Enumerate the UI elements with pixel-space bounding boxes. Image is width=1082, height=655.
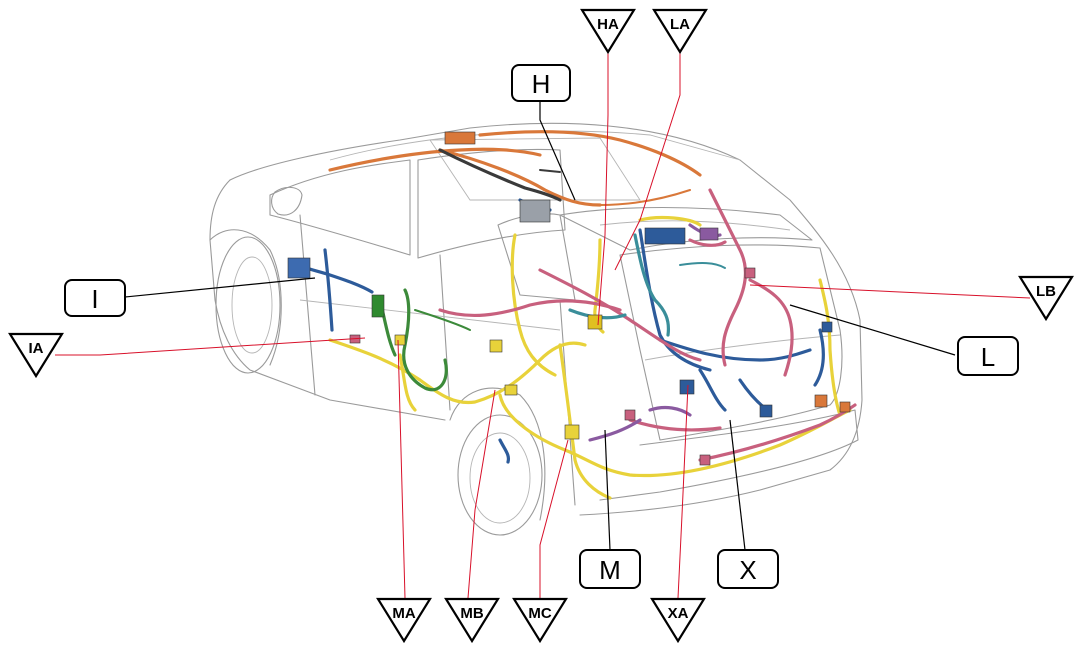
leader-HA: [597, 52, 609, 326]
triangle-label-IA-text: IA: [29, 340, 44, 357]
triangle-label-XA[interactable]: XA: [650, 597, 706, 644]
leader-MC: [539, 439, 569, 598]
harness-green-group: [378, 288, 471, 392]
box-label-X-text: X: [739, 555, 756, 585]
triangle-label-HA-text: HA: [597, 16, 619, 33]
leader-lines-black: [124, 100, 956, 551]
triangle-label-IA[interactable]: IA: [8, 332, 64, 379]
box-label-M[interactable]: M: [579, 549, 641, 589]
triangle-label-LB-text: LB: [1036, 283, 1056, 300]
box-label-L-text: L: [981, 342, 995, 372]
leader-MB: [467, 389, 496, 599]
box-label-H-text: H: [532, 69, 551, 99]
triangle-label-MB[interactable]: MB: [444, 597, 500, 644]
box-label-I-text: I: [91, 284, 98, 314]
box-label-M-text: M: [599, 555, 621, 585]
leader-L: [789, 304, 956, 356]
triangle-label-MC[interactable]: MC: [512, 597, 568, 644]
triangle-label-MC-text: MC: [528, 605, 551, 622]
triangle-label-MB-text: MB: [460, 605, 483, 622]
triangle-label-HA[interactable]: HA: [580, 8, 636, 55]
triangle-label-MA[interactable]: MA: [376, 597, 432, 644]
box-label-L[interactable]: L: [957, 336, 1019, 376]
harness-yellow-group: [328, 215, 852, 500]
leader-MA: [397, 339, 406, 599]
box-label-I[interactable]: I: [64, 279, 126, 317]
leader-IA: [55, 337, 366, 356]
harness-connectors: [287, 131, 851, 466]
leader-LB: [749, 284, 1031, 299]
box-label-H[interactable]: H: [511, 64, 571, 102]
leader-lines-red: [55, 52, 1031, 599]
leader-H: [539, 100, 576, 201]
triangle-label-LA-text: LA: [670, 16, 690, 33]
leader-XA: [677, 384, 689, 599]
harness-dark-gray-group: [438, 148, 562, 202]
triangle-label-MA-text: MA: [392, 605, 415, 622]
triangle-label-LA[interactable]: LA: [652, 8, 708, 55]
harness-purple-group: [588, 223, 722, 442]
harness-orange-group: [328, 130, 702, 207]
leader-M: [604, 429, 611, 551]
box-label-X[interactable]: X: [717, 549, 779, 589]
harness-blue-group: [288, 198, 825, 464]
leader-LA: [614, 52, 681, 271]
triangle-label-XA-text: XA: [668, 605, 689, 622]
leader-I: [124, 277, 316, 298]
leader-X: [729, 419, 746, 551]
triangle-label-LB[interactable]: LB: [1018, 275, 1074, 322]
